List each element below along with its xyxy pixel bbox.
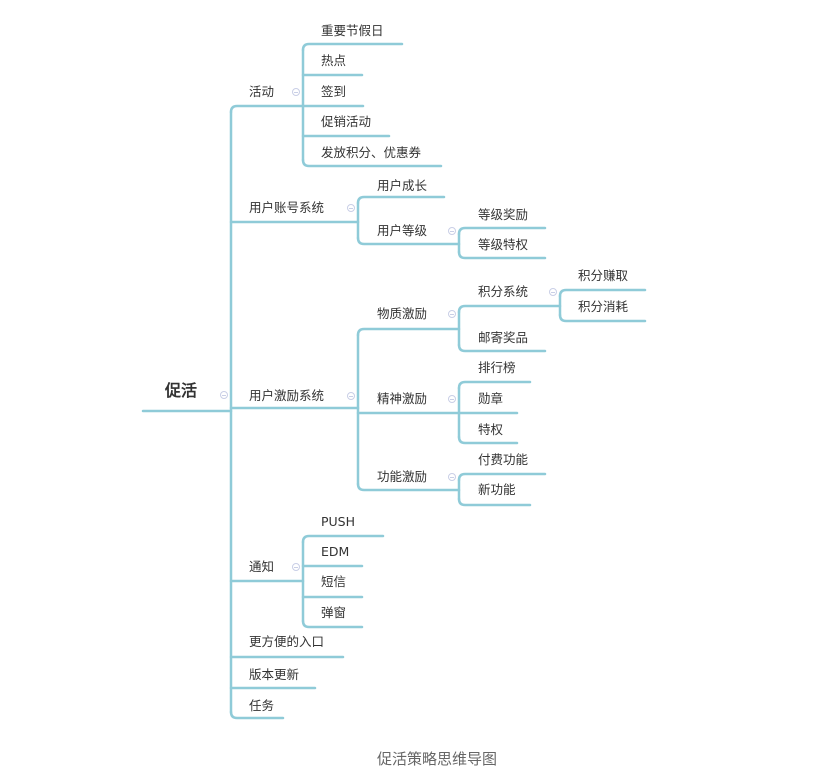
- root-node[interactable]: 促活: [165, 381, 198, 400]
- collapse-icon[interactable]: [347, 204, 355, 212]
- node[interactable]: 邮寄奖品: [478, 330, 529, 345]
- node-incentive[interactable]: 用户激励系统: [249, 388, 325, 403]
- branch-line: [558, 313, 647, 323]
- node-spirit[interactable]: 精神激励: [377, 391, 428, 406]
- node[interactable]: 更方便的入口: [249, 634, 325, 649]
- node[interactable]: 弹窗: [321, 605, 347, 620]
- collapse-icon[interactable]: [448, 227, 456, 235]
- node[interactable]: 等级奖励: [478, 207, 529, 222]
- node[interactable]: 促销活动: [321, 114, 372, 129]
- node[interactable]: 排行榜: [478, 360, 516, 375]
- branch-line: [457, 497, 532, 507]
- branch-line: [301, 619, 364, 629]
- node[interactable]: 等级特权: [478, 237, 529, 252]
- node[interactable]: 付费功能: [478, 452, 529, 467]
- node[interactable]: 发放积分、优惠券: [321, 145, 422, 160]
- branch-line: [301, 534, 385, 544]
- node[interactable]: 短信: [321, 574, 347, 589]
- node-material[interactable]: 物质激励: [377, 306, 428, 321]
- node[interactable]: 重要节假日: [321, 23, 384, 38]
- node[interactable]: 特权: [478, 422, 504, 437]
- diagram-caption: 促活策略思维导图: [376, 750, 497, 768]
- collapse-icon[interactable]: [292, 88, 300, 96]
- node[interactable]: 任务: [249, 698, 275, 713]
- branch-line: [229, 104, 305, 114]
- collapse-icon[interactable]: [292, 563, 300, 571]
- node[interactable]: 用户成长: [377, 178, 428, 193]
- node-notify[interactable]: 通知: [249, 559, 275, 574]
- branch-line: [356, 327, 461, 337]
- branch-line: [558, 288, 647, 298]
- branch-line: [457, 226, 547, 236]
- node[interactable]: 新功能: [478, 482, 516, 497]
- collapse-icon[interactable]: [347, 392, 355, 400]
- branch-line: [457, 380, 532, 390]
- node-account[interactable]: 用户账号系统: [249, 200, 325, 215]
- collapse-icon[interactable]: [549, 288, 557, 296]
- collapse-icon[interactable]: [448, 473, 456, 481]
- node[interactable]: 版本更新: [249, 667, 300, 682]
- node[interactable]: 积分消耗: [578, 299, 629, 314]
- branch-line: [301, 42, 404, 52]
- node[interactable]: EDM: [321, 544, 350, 559]
- node-activity[interactable]: 活动: [249, 84, 275, 99]
- node[interactable]: 签到: [321, 84, 347, 99]
- collapse-icon[interactable]: [448, 395, 456, 403]
- branch-line: [356, 195, 446, 205]
- branch-line: [457, 472, 547, 482]
- node[interactable]: PUSH: [321, 514, 356, 529]
- collapse-icon[interactable]: [448, 310, 456, 318]
- node-points[interactable]: 积分系统: [478, 284, 529, 299]
- node[interactable]: 勋章: [478, 391, 504, 406]
- node[interactable]: 积分赚取: [578, 268, 629, 283]
- node-feature[interactable]: 功能激励: [377, 469, 428, 484]
- collapse-icon[interactable]: [220, 391, 228, 399]
- branch-line: [457, 304, 562, 314]
- node-level[interactable]: 用户等级: [377, 223, 428, 238]
- node[interactable]: 热点: [321, 53, 347, 68]
